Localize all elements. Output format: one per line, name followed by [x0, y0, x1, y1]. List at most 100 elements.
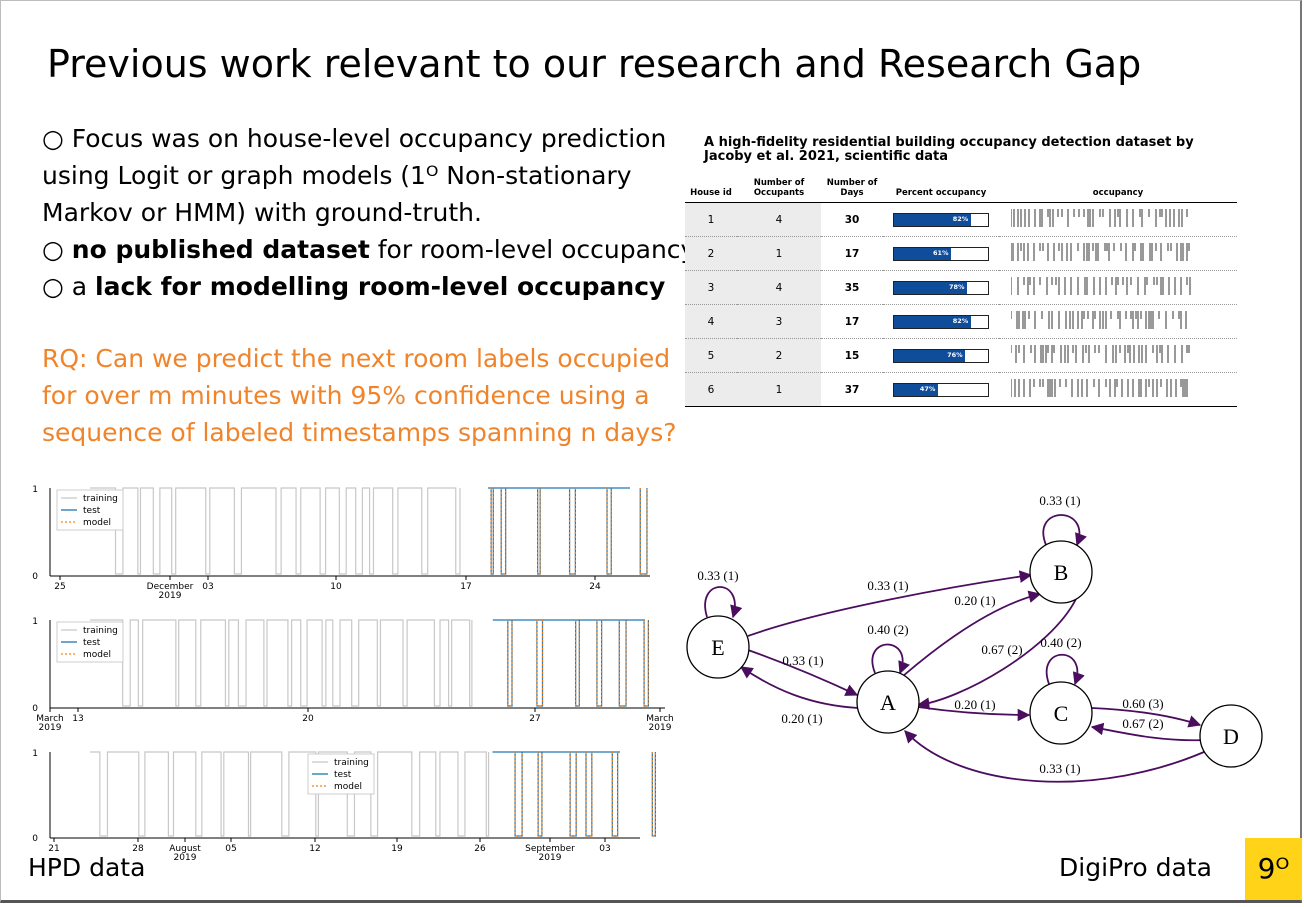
cell-percent: 82%	[883, 202, 999, 237]
x-tick-label: 2019	[174, 853, 197, 863]
cell-occupants: 4	[737, 270, 821, 305]
header-days: Number of Days	[821, 176, 883, 203]
occupancy-sparkline	[1010, 243, 1190, 261]
x-tick-label: 13	[72, 714, 83, 724]
node-C	[1029, 681, 1093, 745]
x-tick-label: August	[169, 844, 201, 854]
cell-occupancy-sparkline	[999, 236, 1237, 271]
bullet-2-bold: no published dataset	[71, 235, 370, 264]
rq-line-1: RQ: Can we predict the next room labels …	[42, 344, 671, 373]
node-B	[1029, 540, 1093, 604]
cell-days: 35	[821, 270, 883, 305]
edge-A-B	[902, 590, 1042, 677]
percent-bar-fill	[894, 315, 972, 328]
edge-B-B	[1042, 514, 1087, 547]
y-tick-label: 0	[32, 704, 38, 714]
node-E	[686, 615, 750, 679]
cell-occupancy-sparkline	[999, 270, 1237, 305]
x-tick-label: 25	[54, 582, 65, 592]
header-percent: Percent occupancy	[883, 176, 999, 203]
percent-bar: 82%	[893, 212, 989, 227]
percent-label: 76%	[947, 350, 963, 359]
edge-label: 0.33 (1)	[782, 653, 823, 668]
node-label-E: E	[711, 635, 724, 660]
x-tick-label: 26	[474, 844, 486, 854]
cell-house-id: 4	[685, 304, 737, 339]
bullet-3: ○ a lack for modelling room-level occupa…	[42, 268, 682, 305]
y-tick-label: 1	[32, 749, 38, 759]
cell-days: 17	[821, 236, 883, 271]
occupancy-sparkline	[1010, 311, 1187, 329]
cell-percent: 47%	[883, 372, 999, 407]
percent-bar-fill	[894, 213, 972, 226]
table-header-row: House id Number of Occupants Number of D…	[685, 176, 1237, 203]
legend-label: test	[83, 638, 101, 648]
edge-label: 0.33 (1)	[1039, 493, 1080, 508]
cell-percent: 61%	[883, 236, 999, 271]
node-A	[856, 670, 920, 734]
header-occupancy: occupancy	[999, 176, 1237, 203]
x-tick-label: 28	[132, 844, 144, 854]
percent-bar: 61%	[893, 246, 989, 261]
header-house-id: House id	[685, 176, 737, 203]
edge-label: 0.40 (2)	[867, 622, 908, 637]
cell-days: 17	[821, 304, 883, 339]
cell-days: 15	[821, 338, 883, 373]
cell-house-id: 2	[685, 236, 737, 271]
cell-house-id: 5	[685, 338, 737, 373]
x-tick-label: 27	[529, 714, 540, 724]
x-tick-label: December	[147, 582, 194, 592]
y-tick-label: 1	[32, 617, 38, 627]
cell-house-id: 3	[685, 270, 737, 305]
x-tick-label: 19	[391, 844, 403, 854]
edge-E-E	[704, 586, 743, 619]
percent-bar: 78%	[893, 280, 989, 295]
legend-label: training	[334, 758, 369, 768]
node-label-A: A	[880, 690, 896, 715]
x-tick-label: 21	[48, 844, 59, 854]
model-series	[490, 488, 648, 575]
research-question: RQ: Can we predict the next room labels …	[42, 340, 682, 451]
bullet-1-line-2: using Logit or graph models (1ᴼ Non-stat…	[42, 161, 632, 190]
x-tick-label: March	[646, 714, 673, 724]
occupancy-sparkline	[1010, 277, 1191, 295]
x-tick-label: 12	[309, 844, 320, 854]
cell-percent: 82%	[883, 304, 999, 339]
percent-bar-fill	[894, 383, 939, 396]
x-tick-label: 10	[330, 582, 342, 592]
cell-occupancy-sparkline	[999, 304, 1237, 339]
x-tick-label: 2019	[159, 591, 182, 601]
node-label-D: D	[1223, 724, 1239, 749]
cell-occupants: 4	[737, 202, 821, 237]
percent-bar: 76%	[893, 348, 989, 363]
edge-label: 0.33 (1)	[697, 568, 738, 583]
cell-occupancy-sparkline	[999, 372, 1237, 407]
occupancy-sparkline	[1010, 209, 1188, 227]
percent-bar: 82%	[893, 314, 989, 329]
bullet-2: ○ no published dataset for room-level oc…	[42, 231, 700, 268]
cell-percent: 76%	[883, 338, 999, 373]
node-label-C: C	[1054, 701, 1069, 726]
edge-B-A	[916, 598, 1077, 710]
cell-occupants: 3	[737, 304, 821, 339]
table-row: 1 4 30 82%	[685, 202, 1237, 237]
node-D	[1199, 704, 1263, 768]
edge-label: 0.67 (2)	[1122, 716, 1163, 731]
percent-bar-fill	[894, 281, 968, 294]
slide-title: Previous work relevant to our research a…	[47, 42, 1142, 86]
footer-left-label: HPD data	[28, 853, 146, 882]
cell-occupancy-sparkline	[999, 338, 1237, 373]
x-tick-label: 05	[225, 844, 236, 854]
cell-occupants: 1	[737, 236, 821, 271]
table-row: 2 1 17 61%	[685, 236, 1237, 271]
cell-occupants: 1	[737, 372, 821, 407]
model-series	[514, 752, 656, 837]
percent-label: 47%	[919, 384, 936, 393]
